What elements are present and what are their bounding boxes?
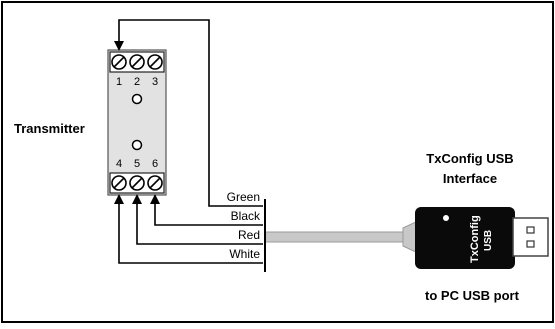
wire-label-red: Red [238,228,260,242]
terminal-number-3: 3 [152,76,158,88]
dongle-led [443,215,449,221]
usb-interface-dongle: TxConfig USB [415,207,549,269]
terminal-number-6: 6 [152,158,158,170]
dongle-body [415,207,515,269]
terminal-screw-5 [129,175,145,191]
terminal-number-1: 1 [116,76,122,88]
terminal-screw-2 [129,54,145,70]
usb-plug [512,217,549,257]
transmitter-module: 1 2 3 4 5 6 [107,49,167,196]
usb-port-caption: to PC USB port [425,288,520,303]
dongle-usb-text: USB [483,230,494,251]
terminal-number-4: 4 [116,158,122,170]
wire-black [150,194,263,228]
wire-label-green: Green [227,190,260,204]
terminal-number-5: 5 [134,158,140,170]
terminal-screw-1 [111,54,127,70]
usb-contact-bottom [526,240,535,248]
terminal-screw-3 [147,54,163,70]
terminal-number-2: 2 [134,76,140,88]
terminal-screw-6 [147,175,163,191]
indicator-led-bottom [131,139,143,151]
wire-green [114,17,263,209]
wire-label-white: White [229,247,260,261]
wire-white [114,194,263,266]
dongle-brand-text: TxConfig [469,215,481,263]
transmitter-label: Transmitter [14,121,85,136]
usb-contact-top [526,226,535,234]
wire-label-black: Black [231,209,261,223]
interface-title-line2: Interface [443,171,497,186]
terminal-screw-4 [111,175,127,191]
transmitter-body [107,49,167,196]
wire-red [132,194,263,247]
interface-title-line1: TxConfig USB [426,151,513,166]
indicator-led-top [131,93,143,105]
